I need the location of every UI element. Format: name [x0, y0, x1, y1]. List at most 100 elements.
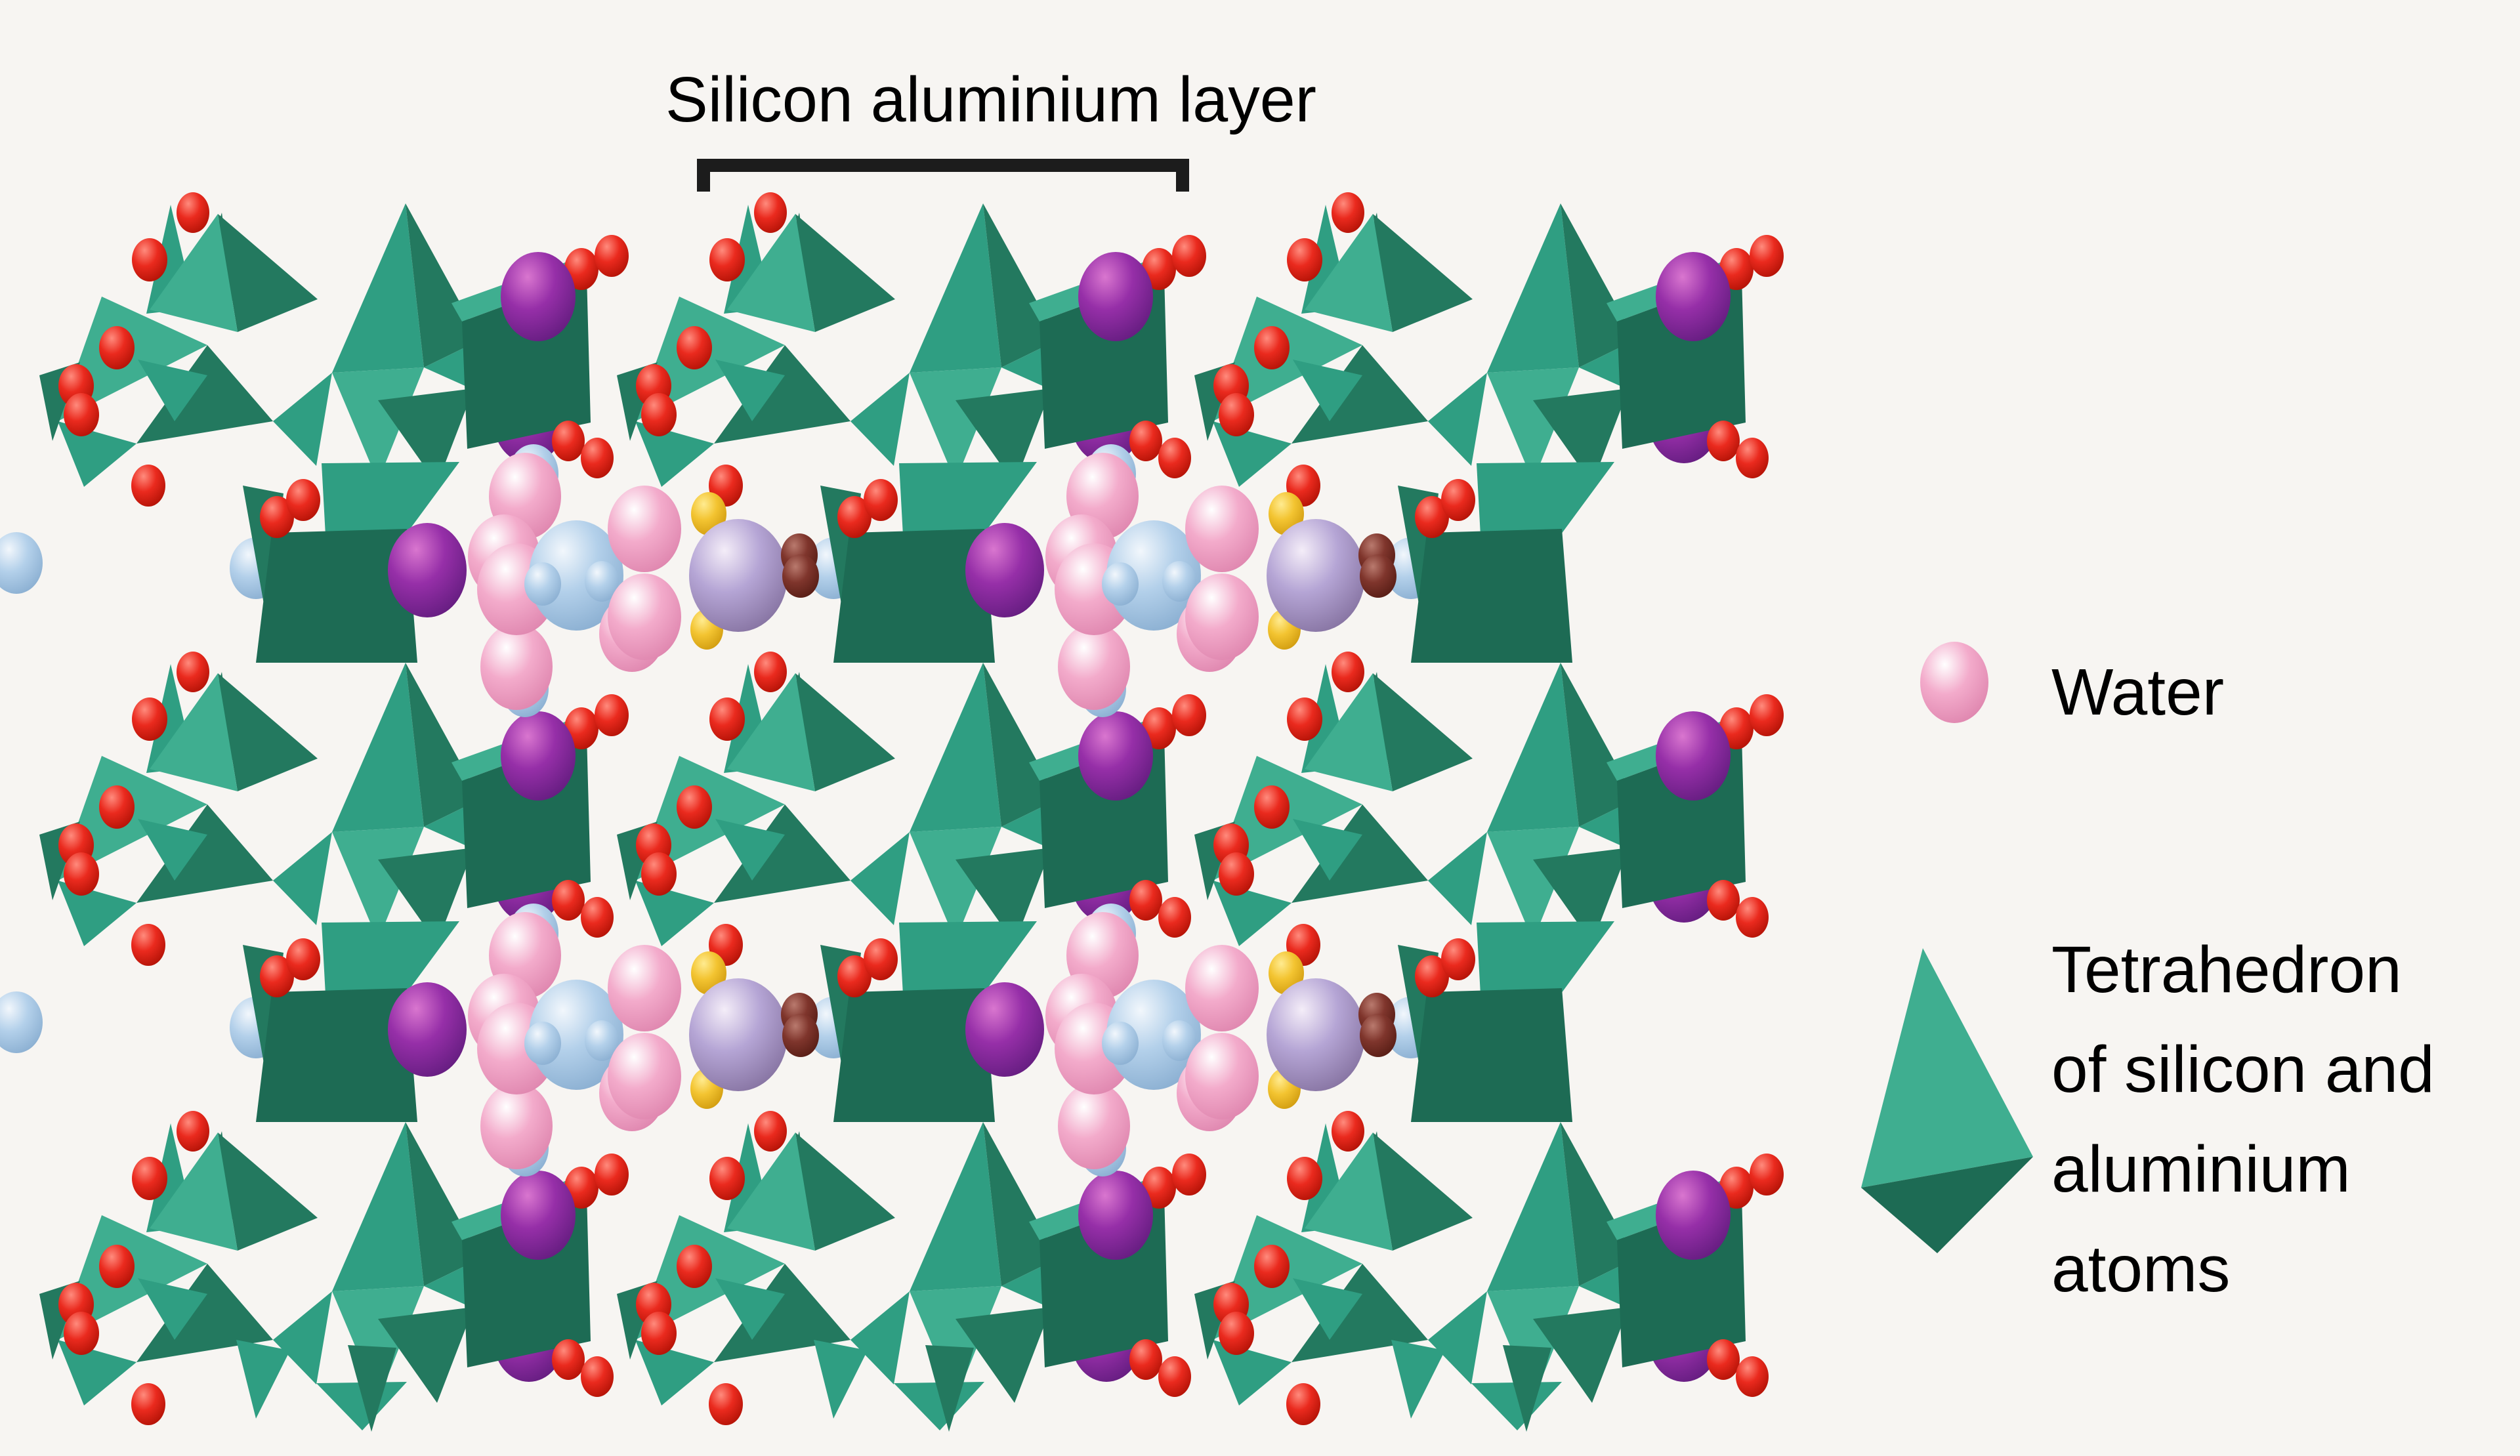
red-atom-sphere — [1750, 235, 1784, 277]
tetrahedron-face — [136, 345, 273, 444]
tetrahedron-face — [58, 881, 136, 946]
tetrahedron-face — [348, 1345, 396, 1432]
purple-atom-sphere — [1656, 711, 1731, 801]
red-atom-sphere — [595, 694, 629, 736]
tetrahedron-face — [1213, 881, 1292, 946]
tetrahedron-face — [1213, 756, 1362, 881]
red-atom-sphere — [581, 1356, 614, 1397]
tetrahedron-face — [1487, 203, 1579, 373]
red-atom-sphere — [641, 1312, 677, 1355]
red-atom-sphere — [1172, 235, 1206, 277]
interlayer-molecule-cluster — [965, 904, 1396, 1176]
tetrahedron-face — [273, 1291, 332, 1384]
figure-title: Silicon aluminium layer — [665, 64, 1316, 135]
tetrahedron-face — [1293, 1278, 1362, 1340]
tetrahedron-face — [910, 203, 1001, 373]
legend-swatches — [1861, 642, 2033, 1253]
red-atom-sphere — [1158, 1356, 1191, 1397]
water-sphere — [1185, 1033, 1259, 1119]
red-atom-sphere — [837, 496, 872, 538]
tetrahedron-face — [635, 1340, 714, 1405]
tetrahedron-face — [925, 1345, 974, 1432]
blue-atom-sphere — [529, 520, 623, 631]
framework-band — [617, 1111, 1206, 1432]
tetrahedron-face — [1487, 827, 1579, 941]
lavender-atom-sphere — [689, 978, 788, 1091]
purple-atom-sphere — [1656, 252, 1731, 341]
purple-atom-sphere — [1078, 1171, 1153, 1260]
tetrahedron-face — [1487, 663, 1579, 832]
tetrahedron-face — [727, 673, 815, 791]
tetrahedron-face — [1561, 663, 1635, 827]
tetrahedron-face — [795, 214, 895, 332]
legend-tetrahedron-icon — [1861, 948, 2033, 1188]
blue-atom-sphere — [0, 532, 43, 594]
blue-atom-sphere — [1106, 980, 1201, 1090]
legend-water-label: Water — [2051, 655, 2224, 729]
tetrahedron-face — [378, 388, 474, 484]
water-sphere — [608, 573, 681, 660]
interlayer-molecule-cluster — [388, 444, 819, 717]
water-sphere — [1185, 486, 1259, 572]
blue-atom-sphere — [1162, 1020, 1196, 1061]
purple-atom-sphere — [965, 982, 1044, 1077]
tetrahedron-face — [332, 203, 424, 373]
red-atom-sphere — [564, 1167, 598, 1209]
blue-atom-sphere — [585, 1020, 619, 1061]
water-sphere — [608, 486, 681, 572]
red-atom-sphere — [132, 697, 167, 741]
maroon-atom-sphere — [782, 1014, 819, 1057]
red-atom-sphere — [64, 393, 99, 436]
red-atom-sphere — [64, 852, 99, 896]
red-atom-sphere — [1719, 1167, 1754, 1209]
tetrahedron-face — [1305, 214, 1393, 332]
red-atom-sphere — [754, 192, 787, 233]
red-atom-sphere — [552, 880, 585, 921]
red-atom-sphere — [641, 393, 677, 436]
tetrahedron-face — [910, 827, 1001, 941]
red-atom-sphere — [581, 897, 614, 938]
tetrahedron-face — [850, 373, 910, 466]
tetrahedron-face — [58, 1340, 136, 1405]
red-atom-sphere — [131, 465, 165, 507]
tetrahedron-face — [727, 214, 815, 332]
red-atom-sphere — [709, 697, 745, 741]
red-atom-sphere — [1286, 1383, 1320, 1425]
tetrahedron-face — [894, 1382, 984, 1430]
tetrahedron-face — [378, 848, 474, 944]
purple-atom-sphere — [1078, 711, 1153, 801]
interlayer-molecule-cluster — [965, 444, 1396, 717]
maroon-atom-sphere — [1360, 554, 1396, 598]
tetrahedron-face — [150, 673, 238, 791]
blue-atom-sphere — [1106, 520, 1201, 631]
red-atom-sphere — [1129, 880, 1162, 921]
red-atom-sphere — [837, 955, 872, 997]
red-atom-sphere — [1707, 880, 1740, 921]
water-sphere — [480, 623, 553, 710]
red-atom-sphere — [131, 1383, 165, 1425]
tetrahedron-face — [956, 1307, 1051, 1403]
tetrahedron-face — [833, 988, 995, 1122]
red-atom-sphere — [564, 248, 598, 290]
tetrahedron-face — [1477, 921, 1614, 996]
red-atom-sphere — [1219, 852, 1254, 896]
tetrahedron-face — [378, 1307, 474, 1403]
tetrahedron-face — [1477, 462, 1614, 537]
tetrahedron-face — [150, 1133, 238, 1251]
red-atom-sphere — [177, 652, 209, 692]
tetrahedron-face — [316, 1382, 407, 1430]
blue-atom-sphere — [1102, 562, 1139, 606]
water-sphere — [608, 1033, 681, 1119]
red-atom-sphere — [286, 479, 320, 521]
tetrahedron-face — [332, 1286, 424, 1400]
red-atom-sphere — [1736, 1356, 1769, 1397]
red-atom-sphere — [1441, 938, 1475, 980]
tetrahedron-face — [1428, 1291, 1487, 1384]
red-atom-sphere — [132, 1157, 167, 1200]
red-atom-sphere — [677, 326, 712, 369]
water-sphere — [1185, 573, 1259, 660]
tetrahedron-face — [1411, 529, 1572, 663]
tetrahedron-face — [714, 1264, 850, 1362]
red-atom-sphere — [1415, 955, 1449, 997]
lavender-atom-sphere — [1267, 978, 1365, 1091]
